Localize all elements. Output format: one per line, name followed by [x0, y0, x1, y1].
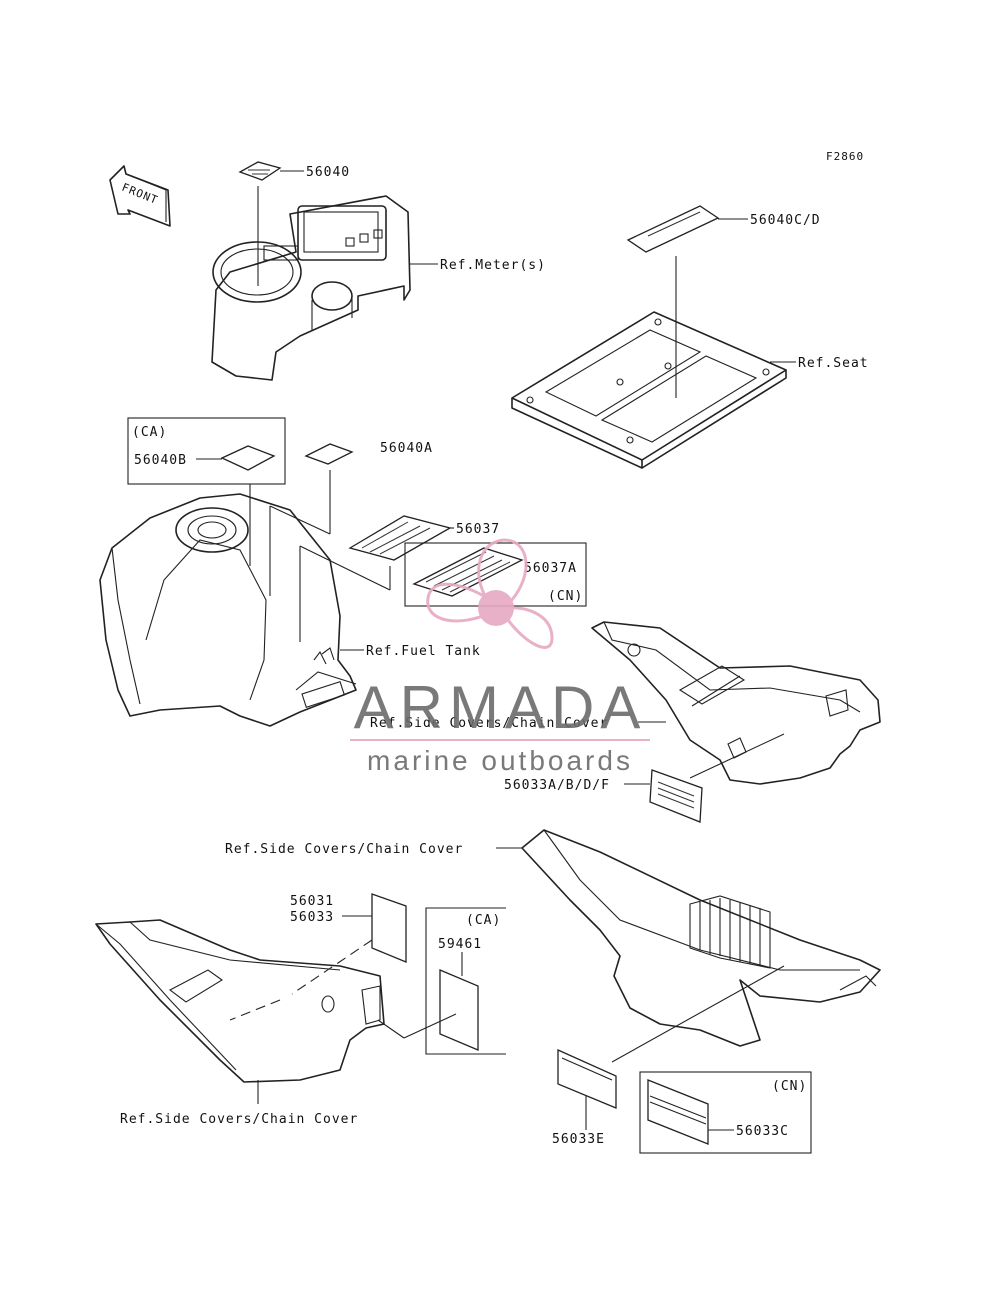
part-56033e-label: 56033E: [552, 1132, 605, 1147]
part-56037-label: 56037: [456, 522, 500, 537]
part-56037a-label: 56037A: [524, 561, 577, 576]
part-56040a-label: 56040A: [380, 441, 433, 456]
meter-assembly: [211, 195, 411, 381]
watermark-brand: ARMADA: [354, 674, 647, 741]
part-56040c-d-label: 56040C/D: [750, 213, 821, 228]
watermark-tagline: marine outboards: [367, 745, 633, 776]
ref-seat-label: Ref.Seat: [798, 356, 869, 371]
decal-56037: [348, 515, 452, 561]
decal-56031-56033: [371, 893, 407, 963]
part-56031-label: 56031: [290, 894, 334, 909]
part-56040b-label: 56040B: [134, 453, 187, 468]
ref-meter-label: Ref.Meter(s): [440, 258, 546, 273]
ca-tag-2: (CA): [466, 913, 501, 928]
part-56033a-b-d-f-label: 56033A/B/D/F: [504, 778, 610, 793]
part-59461-label: 59461: [438, 937, 482, 952]
decal-56033c: [647, 1079, 709, 1145]
chain-cover: [521, 829, 881, 1047]
watermark: ARMADA marine outboards: [350, 538, 650, 776]
decal-56033e: [557, 1048, 617, 1109]
ref-side-covers-label-1: Ref.Side Covers/Chain Cover: [370, 716, 608, 731]
decal-56040c-d: [626, 205, 720, 253]
decal-59461: [439, 969, 479, 1051]
front-arrow-icon: FRONT: [109, 165, 171, 227]
propeller-logo-icon: [426, 538, 554, 649]
figure-code: F2860: [826, 150, 864, 163]
ref-side-covers-label-3: Ref.Side Covers/Chain Cover: [120, 1112, 358, 1127]
decal-56033a-b-d-f: [649, 769, 703, 823]
seat-base: [511, 311, 787, 469]
cn-tag-2: (CN): [772, 1079, 807, 1094]
ca-tag-1: (CA): [132, 425, 167, 440]
decal-56040: [238, 161, 282, 181]
cn-box-56033c: [639, 1071, 812, 1154]
ca-bracket-59461: [425, 907, 506, 1055]
part-56040-label: 56040: [306, 165, 350, 180]
part-56033c-label: 56033C: [736, 1124, 789, 1139]
ca-box-56040b: [127, 417, 286, 485]
cn-tag-1: (CN): [548, 589, 583, 604]
ref-fuel-tank-label: Ref.Fuel Tank: [366, 644, 481, 659]
fuel-tank: [99, 493, 357, 727]
decal-56040b: [220, 445, 276, 471]
ref-side-covers-label-2: Ref.Side Covers/Chain Cover: [225, 842, 463, 857]
decal-56040a: [304, 443, 354, 465]
left-side-cover: [95, 919, 385, 1083]
part-56033-label: 56033: [290, 910, 334, 925]
